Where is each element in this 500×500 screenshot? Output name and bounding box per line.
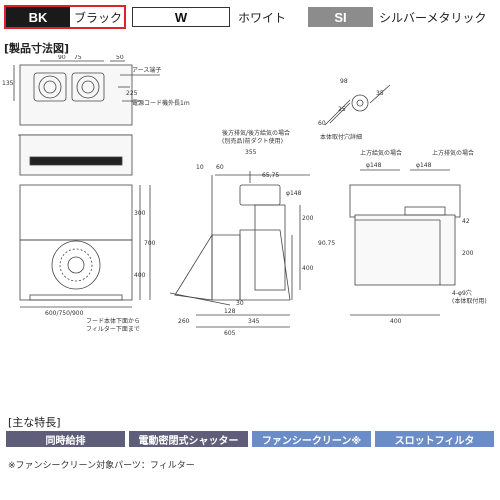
feature-shutter: 電動密閉式シャッター [129, 431, 248, 447]
color-name-black: ブラック [74, 10, 123, 25]
dim-side-10: 10 [196, 164, 204, 171]
label-up-exhaust: 上方排気の場合 [432, 149, 474, 157]
dim-side-345: 345 [248, 318, 260, 325]
rear-view [349, 169, 461, 316]
note-front-duct: (別売品)前ダクト使用) [222, 137, 283, 145]
dim-side-355: 355 [245, 149, 257, 156]
dim-front-400: 400 [134, 272, 146, 279]
note-rear-exhaust: 後方排気/後方給気の場合 [222, 129, 290, 137]
dim-side-200: 200 [302, 215, 314, 222]
dim-side-400: 400 [302, 265, 314, 272]
dimension-labels: 90 75 50 135 225 アース端子 電源コード機外長1m 300 70… [2, 55, 487, 337]
dim-side-605: 605 [224, 330, 236, 337]
color-code-black: BK [6, 7, 70, 27]
dim-mount-35: 35 [376, 90, 384, 97]
dim-front-300: 300 [134, 210, 146, 217]
label-holes-note: (本体取付用) [452, 297, 487, 305]
feature-simultaneous: 同時給排 [6, 431, 125, 447]
label-cord: 電源コード機外長1m [132, 99, 190, 107]
dim-rear-phi1: φ148 [366, 162, 382, 169]
front-view [19, 184, 151, 308]
dim-top-225: 225 [126, 90, 138, 97]
dim-side-260: 260 [178, 318, 190, 325]
top-view [13, 60, 160, 176]
feature-slot-filter: スロットフィルタ [375, 431, 494, 447]
dim-side-6575: 65,75 [262, 172, 279, 179]
label-holes: 4-φ9穴 [452, 289, 472, 297]
dim-front-width: 600/750/900 [45, 310, 84, 317]
dim-mount-60: 60 [318, 120, 326, 127]
dim-mount-25: 25 [338, 106, 346, 113]
dimension-drawing: 90 75 50 135 225 アース端子 電源コード機外長1m 300 70… [2, 55, 487, 337]
side-view [169, 171, 310, 328]
dim-rear-phi2: φ148 [416, 162, 432, 169]
dim-side-9075: 90.75 [318, 240, 335, 247]
dim-mount-98: 98 [340, 78, 348, 85]
dim-top-75: 75 [74, 55, 82, 61]
label-mount-detail: 本体取付穴詳細 [320, 133, 362, 141]
footnote: ※ファンシークリーン対象パーツ：フィルター [8, 461, 195, 471]
dim-top-135: 135 [2, 80, 14, 87]
label-up-supply: 上方給気の場合 [360, 149, 402, 157]
note-hood-2: フィルター下面まで [86, 325, 140, 333]
dim-rear-42: 42 [462, 218, 470, 225]
feature-fancy-clean: ファンシークリーン※ [252, 431, 371, 447]
color-name-white: ホワイト [238, 10, 287, 25]
label-earth: アース端子 [132, 66, 161, 74]
mount-detail [324, 84, 391, 126]
color-code-white[interactable]: W [132, 7, 230, 27]
dim-side-phi: φ148 [286, 190, 302, 197]
dim-side-60: 60 [216, 164, 224, 171]
dim-rear-200: 200 [462, 250, 474, 257]
note-hood-1: フード本体下面から [86, 317, 140, 325]
features-title: [主な特長] [8, 416, 61, 429]
dim-top-90: 90 [58, 55, 66, 61]
color-options: BK ブラック W ホワイト SI シルバーメタリック [4, 4, 487, 30]
color-option-black[interactable]: BK ブラック [4, 5, 126, 29]
color-code-silver[interactable]: SI [308, 7, 373, 27]
dim-front-700: 700 [144, 240, 156, 247]
feature-list: 同時給排 電動密閉式シャッター ファンシークリーン※ スロットフィルタ [6, 431, 494, 447]
dim-side-30: 30 [236, 300, 244, 307]
dim-side-128: 128 [224, 308, 236, 315]
dim-rear-400: 400 [390, 318, 402, 325]
color-name-silver: シルバーメタリック [379, 10, 487, 25]
dim-top-50: 50 [116, 55, 124, 61]
dimensions-title: [製品寸法図] [4, 42, 70, 55]
